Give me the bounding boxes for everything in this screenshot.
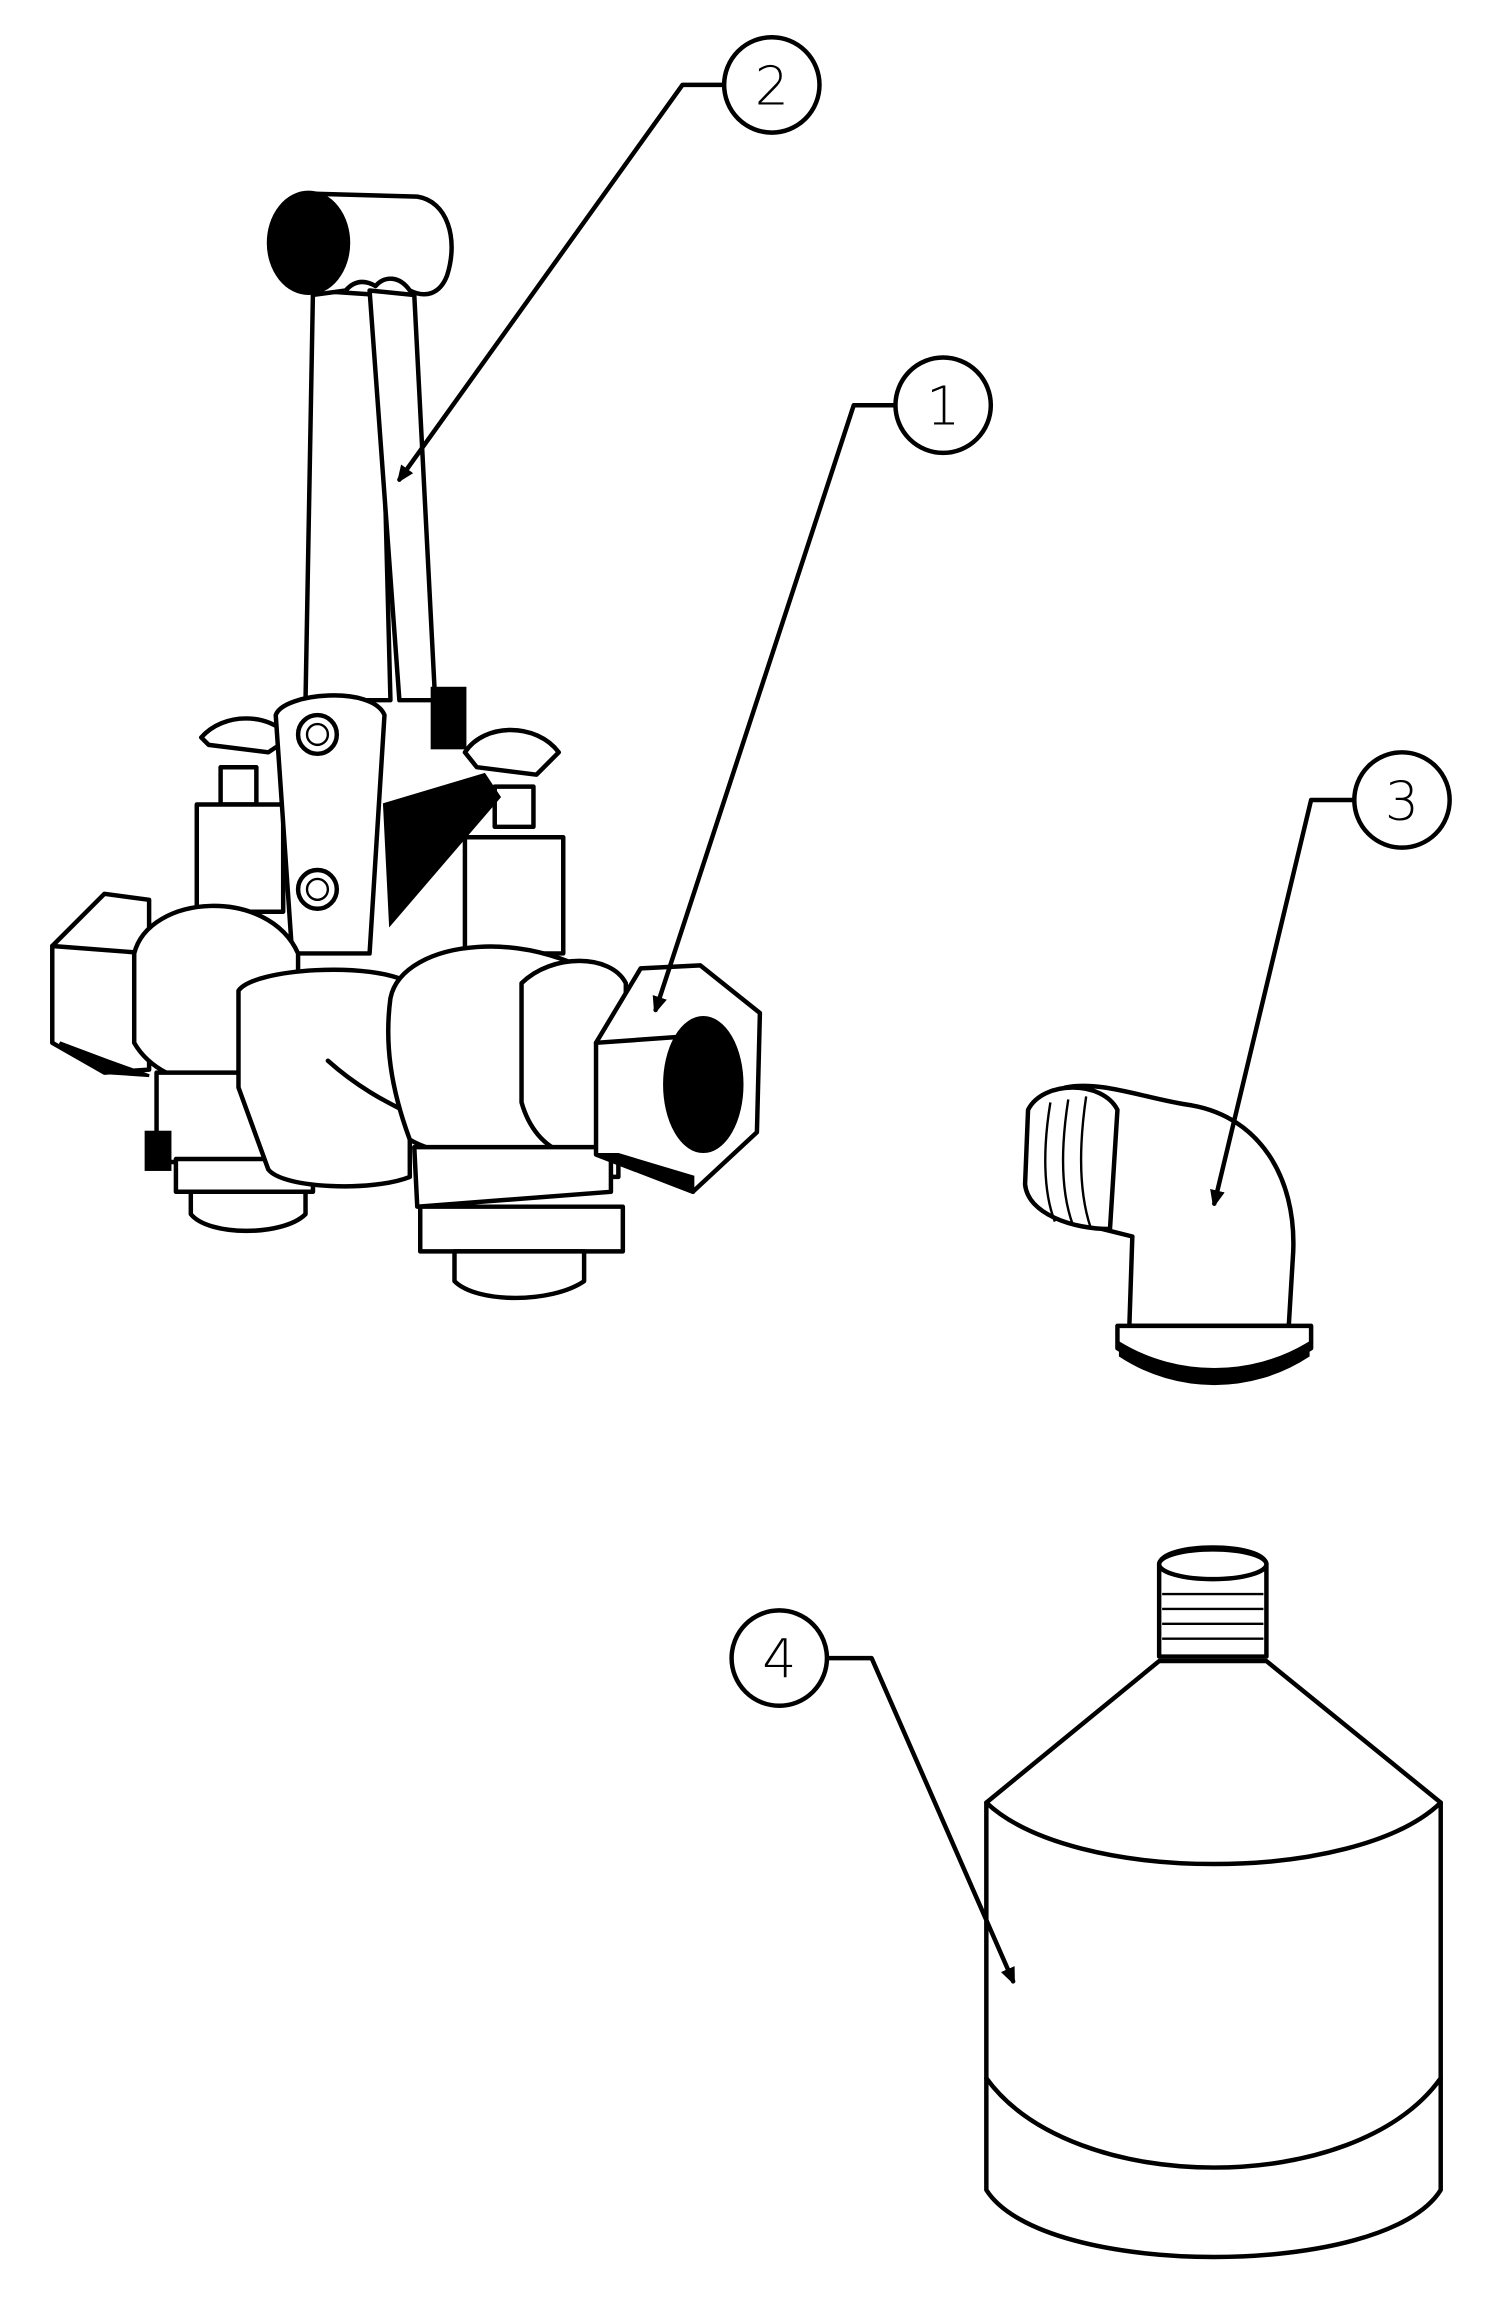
callout-bubble — [721, 35, 822, 135]
elbow-fitting — [1022, 1083, 1314, 1385]
leader-line — [824, 1655, 1016, 1981]
callout-bubble — [1352, 750, 1452, 850]
callout-label: 4 — [762, 1627, 796, 1690]
callout-1: 1 — [656, 355, 994, 1011]
callout-label: 1 — [926, 375, 960, 438]
bottle — [984, 1545, 1443, 2260]
callout-4: 4 — [729, 1608, 1016, 1981]
leader-line — [399, 82, 727, 480]
callout-label: 2 — [755, 54, 789, 117]
callout-bubble — [893, 355, 994, 456]
leader-line — [1214, 797, 1357, 1204]
lever-handle — [266, 190, 467, 750]
callout-3: 3 — [1214, 750, 1452, 1204]
callout-bubble — [729, 1608, 830, 1708]
callout-2: 2 — [399, 35, 822, 480]
valve-assembly — [50, 190, 763, 1301]
callout-label: 3 — [1385, 769, 1419, 832]
leader-line — [656, 402, 898, 1010]
